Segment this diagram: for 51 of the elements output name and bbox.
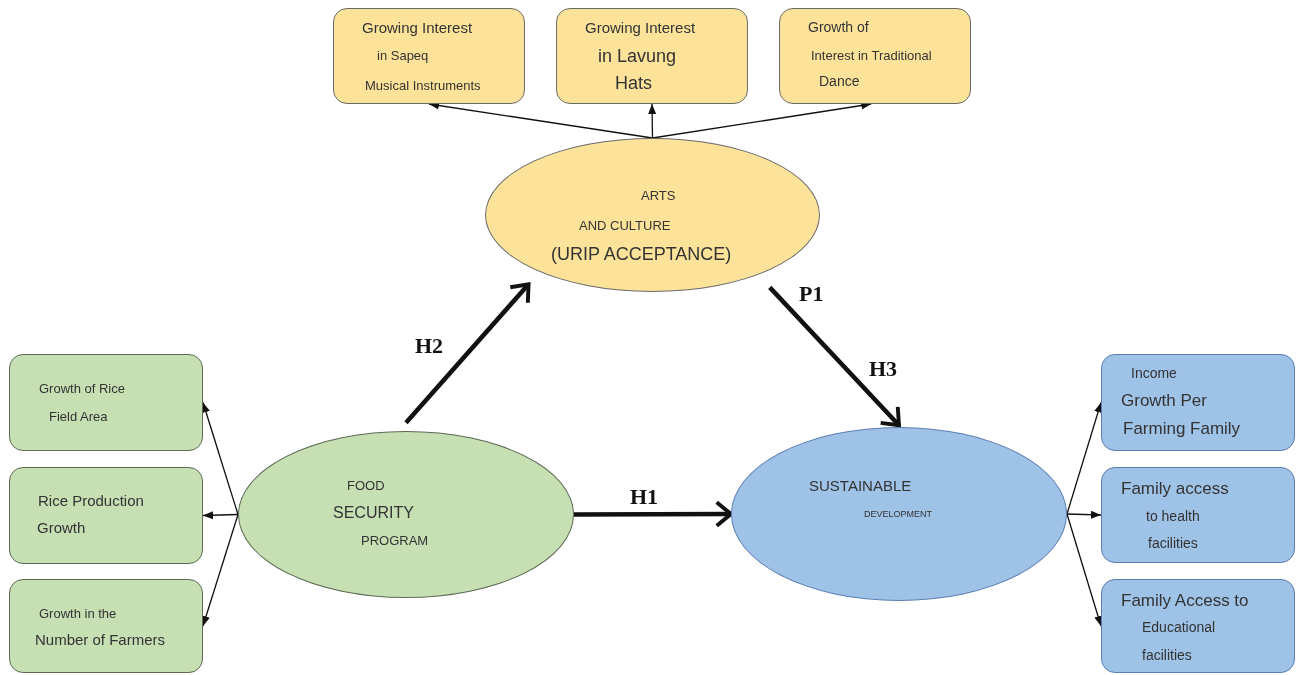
arrow xyxy=(1066,510,1102,519)
node-text: Farming Family xyxy=(1123,420,1241,439)
node-text: Income xyxy=(1131,366,1177,382)
node-text: SECURITY xyxy=(333,504,414,522)
node-text: Growing Interest xyxy=(585,20,696,37)
node-text: PROGRAM xyxy=(361,534,429,549)
node-text: SUSTAINABLE xyxy=(809,478,912,495)
node-text: Hats xyxy=(615,74,652,94)
node-text: Educational xyxy=(1142,620,1216,636)
node-text: Interest in Traditional xyxy=(811,49,932,64)
arrow xyxy=(1066,401,1102,515)
node-text: to health xyxy=(1146,509,1200,525)
node-text: Growth of xyxy=(808,20,869,36)
node-text: FOOD xyxy=(347,479,385,494)
arrow xyxy=(202,513,239,627)
arrow xyxy=(1066,513,1102,627)
node-text: DEVELOPMENT xyxy=(864,510,932,520)
node-text: ARTS xyxy=(641,189,676,204)
node-text: Dance xyxy=(819,74,860,90)
node-text: Rice Production xyxy=(38,493,144,510)
indicator-box xyxy=(1101,354,1295,451)
indicator-box xyxy=(1101,579,1295,673)
indicator-box xyxy=(333,8,525,104)
node-text: Family access xyxy=(1121,480,1229,499)
node-text: Number of Farmers xyxy=(35,632,166,649)
node-text: Family Access to xyxy=(1121,592,1249,611)
node-text: Growth of Rice xyxy=(39,382,125,397)
node-text: Growth Per xyxy=(1121,392,1207,411)
indicator-box xyxy=(779,8,971,104)
node-text: AND CULTURE xyxy=(579,219,671,234)
indicator-box xyxy=(9,467,203,564)
node-text: in Lavung xyxy=(598,47,677,67)
arrow xyxy=(768,285,901,428)
indicator-box xyxy=(9,354,203,451)
arrow xyxy=(404,282,531,425)
node-text: (URIP ACCEPTANCE) xyxy=(551,245,732,265)
node-text: Growth xyxy=(37,520,86,537)
node-text: facilities xyxy=(1142,648,1192,664)
node-text: in Sapeq xyxy=(377,49,429,64)
arrow xyxy=(202,511,239,520)
node-text: Growing Interest xyxy=(362,20,473,37)
arrow xyxy=(202,401,239,516)
indicator-box xyxy=(556,8,748,104)
node-text: Musical Instruments xyxy=(365,79,481,94)
node-text: Growth in the xyxy=(39,607,117,622)
indicator-box xyxy=(1101,467,1295,563)
node-text: Field Area xyxy=(49,410,108,425)
indicator-box xyxy=(9,579,203,673)
arrow xyxy=(648,103,657,139)
node-text: facilities xyxy=(1148,536,1198,552)
arrow xyxy=(574,500,733,528)
